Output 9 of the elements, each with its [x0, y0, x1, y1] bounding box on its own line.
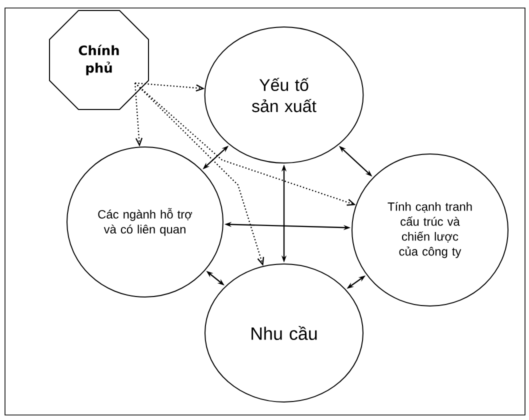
ellipse-node: Nhu cầu	[204, 264, 364, 402]
ellipse-node: Các ngành hỗ trợ và có liên quan	[66, 146, 224, 298]
octagon-node: Chính phủ	[49, 10, 149, 110]
dotted-arrow	[134, 82, 205, 92]
dotted-arrow	[134, 82, 264, 266]
dotted-arrow	[134, 82, 143, 147]
ellipse-node: Yếu tố sản xuất	[204, 26, 364, 164]
dotted-arrow	[134, 82, 356, 206]
ellipse-node: Tính cạnh tranh cấu trúc và chiến lược của công ty	[352, 154, 508, 306]
